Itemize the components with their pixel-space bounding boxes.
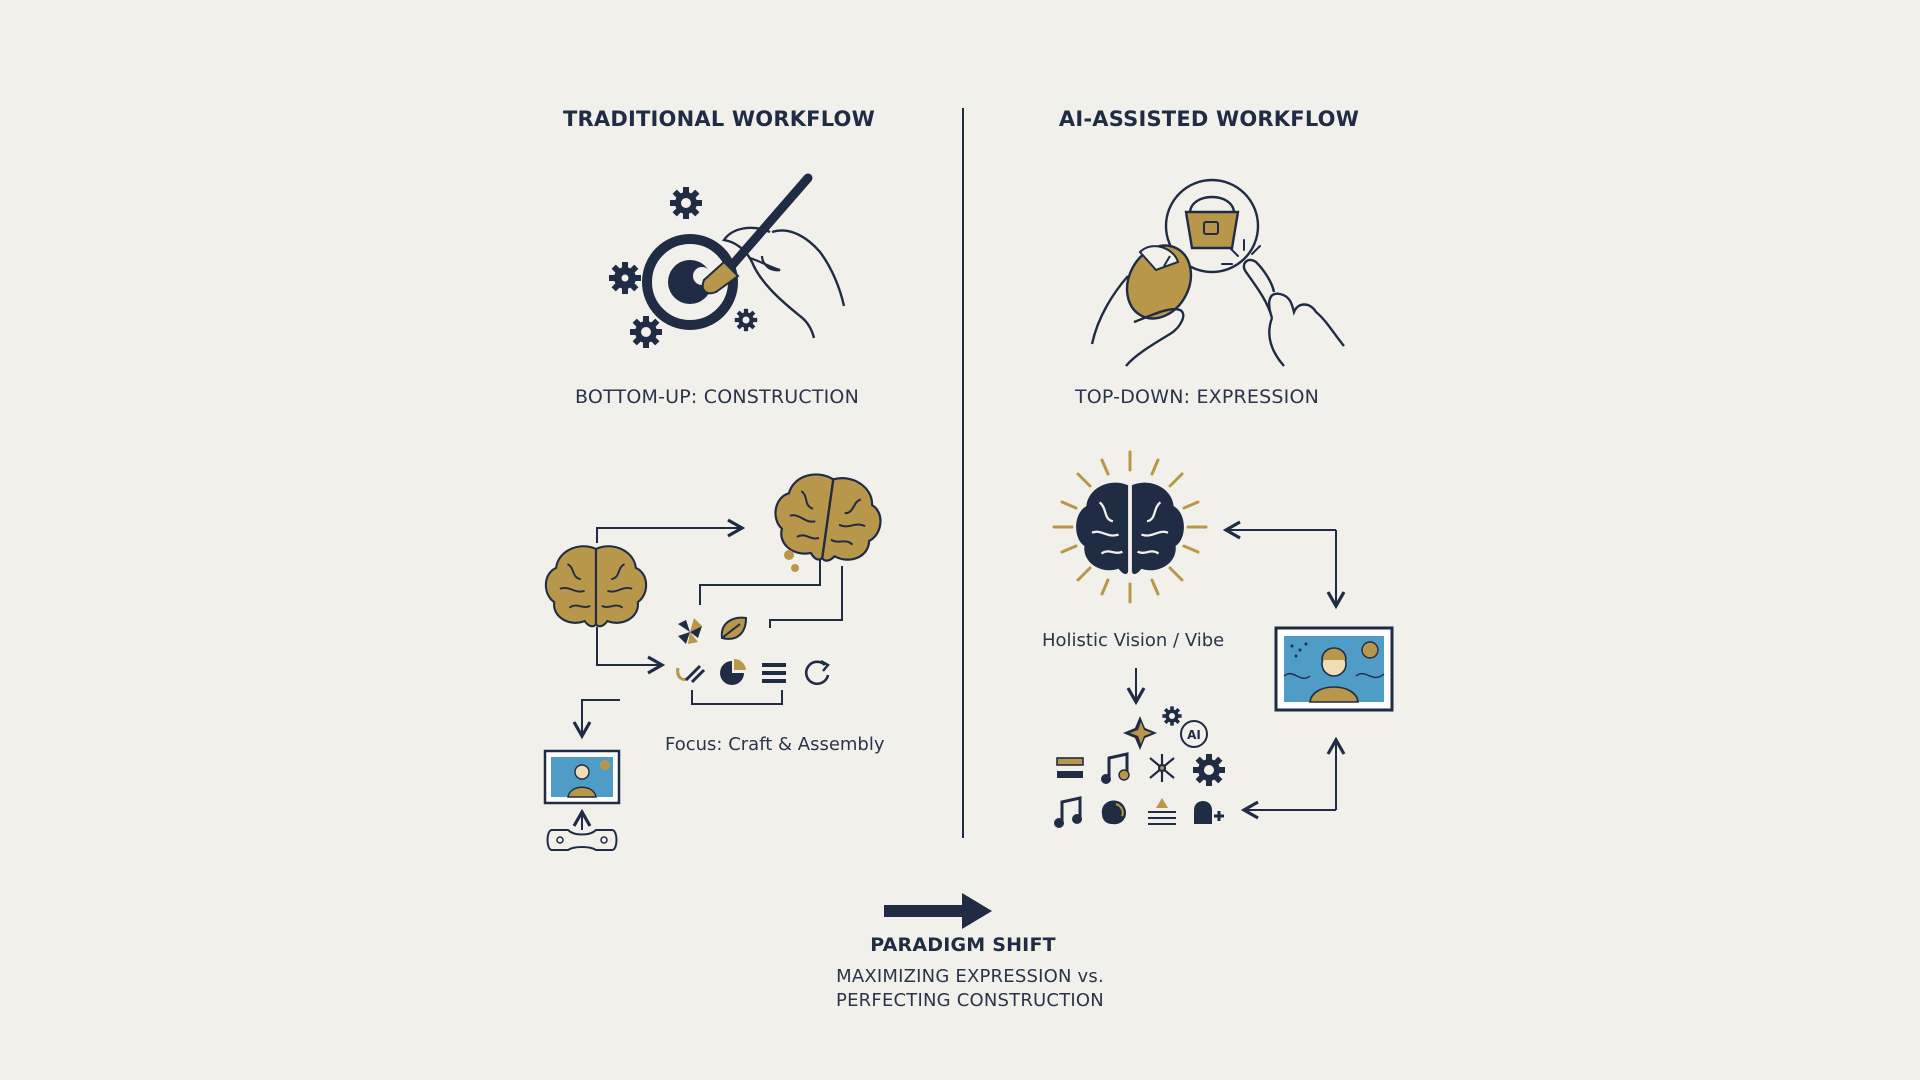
paradigm-shift-title: PARADIGM SHIFT (870, 934, 1056, 956)
ai-workflow-heading: AI-ASSISTED WORKFLOW (1058, 107, 1360, 131)
radiant-brain-icon (1052, 450, 1208, 604)
music-note-icon-2 (1054, 796, 1082, 828)
right-arrow-icon (884, 893, 992, 929)
focus-craft-label: Focus: Craft & Assembly (665, 734, 885, 755)
person-add-icon (1194, 801, 1224, 824)
pie-slice-icon (720, 658, 746, 685)
small-framed-picture (543, 749, 621, 805)
controller-icon (546, 829, 618, 851)
stacked-bars-icon (1056, 757, 1084, 778)
footer-line-2: PERFECTING CONSTRUCTION (836, 990, 1104, 1011)
molecule-icon (1149, 754, 1175, 782)
pencil-strokes-icon (676, 664, 706, 684)
bottom-up-subheading: BOTTOM-UP: CONSTRUCTION (575, 386, 859, 408)
gear-icon (1193, 754, 1225, 786)
menu-lines-icon (762, 663, 786, 683)
music-note-icon (1101, 752, 1130, 784)
refresh-icon (804, 659, 830, 686)
hands-mouse-bucket-icon (1090, 178, 1345, 367)
ai-badge-icon: AI (1187, 728, 1201, 742)
blob-icon (1101, 800, 1127, 825)
footer-line-1: MAXIMIZING EXPRESSION vs. (836, 966, 1104, 987)
shutter-icon (678, 618, 702, 644)
craft-tool-icons (676, 616, 830, 686)
lines-triangle-icon (1148, 798, 1176, 825)
large-framed-picture (1274, 626, 1394, 712)
traditional-workflow-heading: TRADITIONAL WORKFLOW (563, 107, 875, 131)
ai-sparkle-cluster (1123, 706, 1208, 750)
holistic-vision-label: Holistic Vision / Vibe (1042, 630, 1225, 651)
leaf-icon (720, 616, 748, 640)
thought-bubble-dot (791, 564, 799, 572)
thought-bubble-dot (784, 550, 794, 560)
thought-bubble-dot (792, 539, 804, 551)
creative-element-icons (1054, 752, 1225, 828)
left-brain-small-icon (544, 545, 648, 628)
hand-brush-icon (609, 173, 846, 348)
right-connectors (1126, 520, 1346, 820)
top-down-subheading: TOP-DOWN: EXPRESSION (1074, 386, 1320, 408)
left-connectors (572, 518, 843, 740)
